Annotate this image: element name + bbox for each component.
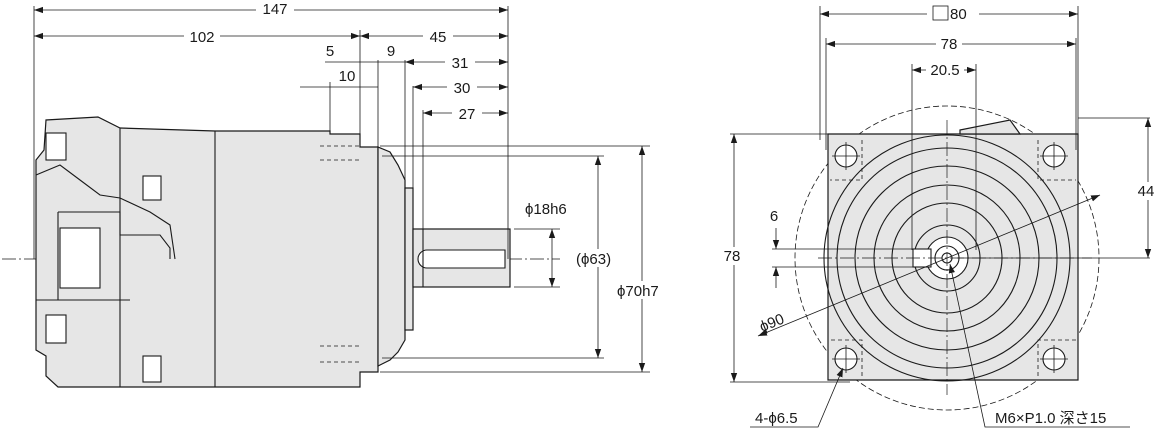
rear-cap	[35, 164, 176, 260]
label-20-5: 20.5	[930, 62, 959, 79]
label-mount-holes: 4-ϕ6.5	[755, 410, 798, 427]
label-30: 30	[454, 80, 471, 97]
label-pilot-dia: ϕ70h7	[617, 283, 659, 300]
clip-top-mid	[142, 175, 162, 201]
rear-notch	[59, 227, 101, 289]
square-symbol	[932, 5, 949, 21]
label-9: 9	[387, 43, 395, 60]
clip-bottom-mid	[142, 355, 162, 383]
label-78-v: 78	[724, 248, 741, 265]
label-45: 45	[430, 29, 447, 46]
label-80: 80	[950, 6, 967, 23]
pilot-boss	[377, 146, 406, 367]
label-6: 6	[770, 208, 778, 225]
label-shaft-dia: ϕ18h6	[525, 201, 567, 218]
label-147: 147	[262, 1, 287, 18]
leader-tap	[948, 263, 1130, 428]
shaft-key	[417, 249, 506, 269]
label-5: 5	[326, 43, 334, 60]
clip-top-left	[45, 132, 67, 161]
clip-bottom-left	[45, 314, 67, 344]
shaft-collar	[404, 187, 414, 331]
label-78-h: 78	[941, 36, 958, 53]
leader-holes	[750, 367, 844, 428]
label-31: 31	[452, 55, 469, 72]
side-view: 147 102 45 5 9 31 10 30 27 ϕ18h6 (ϕ63) ϕ…	[2, 0, 668, 388]
label-bolt-circle: (ϕ63)	[576, 251, 611, 268]
dim-90-leader	[757, 194, 1101, 337]
label-27: 27	[459, 106, 476, 123]
hole-centers	[832, 142, 1068, 373]
label-10: 10	[339, 68, 356, 85]
label-44: 44	[1138, 183, 1155, 200]
top-bump	[959, 119, 1022, 135]
label-102: 102	[189, 29, 214, 46]
side-extension-lines	[33, 6, 650, 373]
rear-cap-inner	[36, 211, 171, 301]
front-view: 80 78 20.5 78 44 6 ϕ90 4-ϕ6.5 M6×P1.0 深さ…	[718, 4, 1158, 428]
label-tap: M6×P1.0 深さ15	[995, 410, 1106, 427]
label-phi90: ϕ90	[757, 311, 787, 336]
